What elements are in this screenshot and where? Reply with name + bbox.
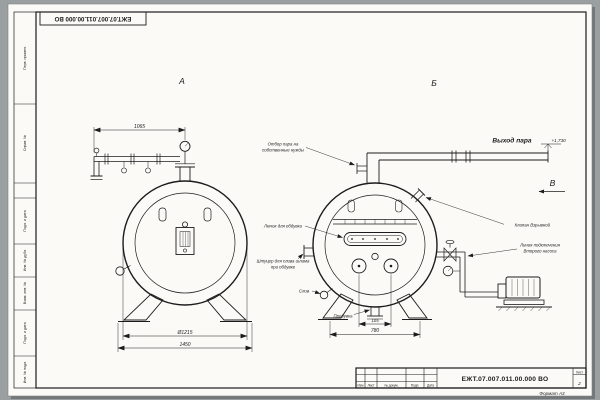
annotation-text: Продувка — [333, 313, 353, 318]
globe-valve — [443, 247, 451, 262]
view-v-label: В — [550, 178, 556, 188]
frame-field: Справ. № — [23, 135, 27, 151]
pump-assembly — [436, 239, 552, 312]
frame-field: Инв. № дубл. — [23, 249, 27, 271]
dim-text: 105 — [371, 318, 379, 323]
col-izm: Изм — [358, 383, 364, 387]
dim-105: 105 — [358, 274, 392, 327]
frame-field: Перв. примен. — [23, 46, 27, 70]
col-sign: Подп. — [411, 383, 420, 387]
col-list: Лист — [368, 383, 375, 387]
dim-text: 1065 — [134, 124, 145, 130]
annotation-text: Клапан Взрывной — [515, 222, 551, 227]
lug-slot — [158, 207, 167, 222]
annotation-text: Лючок для обдувки — [263, 223, 303, 228]
manhole-hatch — [343, 232, 407, 246]
frame-field: Подп. и дата — [23, 322, 27, 343]
drain-stub — [115, 265, 131, 276]
dim-1450: 1450 — [117, 323, 253, 352]
support-legs-b — [318, 293, 432, 320]
frame-field: Инв. № подл. — [23, 361, 27, 383]
motor-body — [505, 276, 541, 299]
annotation-pump-line: Линия подключения Второго насоса — [467, 242, 561, 258]
dim-text: 1450 — [179, 342, 190, 348]
lug-slot — [395, 199, 403, 213]
annotation-blowdown: Продувка — [333, 309, 370, 318]
title-block: Изм Лист № докум. Подп. Дата ЕЖТ.07.007.… — [355, 367, 587, 389]
stamp-text: ЕЖТ.07.007.011.00.000 ВО — [54, 15, 131, 22]
pressure-gauge — [442, 265, 454, 277]
support-legs — [118, 293, 252, 322]
view-a: А — [90, 76, 253, 352]
valve-handwheel — [145, 167, 151, 174]
sludge-stub — [303, 245, 314, 259]
view-b-label: Б — [431, 78, 437, 88]
annotation-hatch: Лючок для обдувки — [263, 223, 343, 238]
frame-field: Подп. и дата — [23, 210, 27, 231]
blowdown-stub — [367, 306, 383, 320]
dim-text: 780 — [371, 328, 380, 334]
level-mark — [544, 143, 552, 149]
col-date: Дата — [427, 383, 434, 387]
annotation-steam-tap: Отбор пара на собственные нужды — [262, 141, 355, 166]
pressure-gauge — [179, 140, 191, 152]
annotation-text: Штуцер для слива шлама — [257, 258, 310, 263]
view-direction-v: В — [538, 178, 565, 194]
annotation-drain: Слив — [299, 288, 321, 294]
border-frame: Перв. примен. Справ. № Подп. и дата Инв.… — [13, 11, 587, 389]
annotation-sludge: Штуцер для слива шлама при обдувке — [257, 253, 310, 269]
front-manifold-piping — [90, 147, 180, 180]
level-value: +1,730 — [552, 138, 567, 143]
dim-780: 780 — [329, 321, 421, 338]
internal-baffle — [333, 219, 417, 225]
burner-fixture — [175, 221, 195, 255]
valve-handwheel — [121, 167, 127, 174]
view-b: Б — [257, 78, 566, 338]
lug-slot — [347, 199, 355, 213]
sight-glasses — [351, 252, 399, 274]
valve-handwheel — [445, 239, 455, 245]
sheet-label: Лист — [576, 370, 583, 374]
sheet-number: 2 — [577, 381, 581, 387]
doc-number: ЕЖТ.07.007.011.00.000 ВО — [462, 376, 549, 383]
col-doc: № докум. — [384, 383, 398, 387]
top-nozzle — [175, 140, 195, 182]
annotation-text: собственные нужды — [262, 147, 305, 152]
annotation-text: Второго насоса — [523, 248, 557, 253]
annotation-safety-valve: Клапан Взрывной — [425, 197, 551, 227]
designation-stamp: ЕЖТ.07.007.011.00.000 ВО — [39, 11, 147, 26]
steam-out-label: Выход пара — [492, 137, 532, 145]
safety-valve-stub — [410, 188, 426, 203]
annotation-text: при обдувке — [271, 264, 296, 269]
frame-field: Взам. инв. № — [23, 282, 27, 304]
lug-slot — [203, 207, 212, 222]
annotation-text: Линия подключения — [519, 242, 561, 247]
drain-stub-b — [319, 288, 333, 300]
annotation-text: Отбор пара на — [268, 141, 299, 146]
format-label: Формат А3 — [539, 391, 565, 396]
view-a-label: А — [178, 76, 185, 86]
pump-base — [503, 299, 545, 305]
paper-sheet — [7, 3, 595, 399]
dim-1065: 1065 — [93, 124, 186, 153]
dim-diameter: Ø1215 — [122, 248, 248, 340]
annotation-text: Слив — [299, 288, 310, 293]
steam-outlet-piping — [356, 143, 561, 184]
dim-text: Ø1215 — [176, 330, 192, 336]
